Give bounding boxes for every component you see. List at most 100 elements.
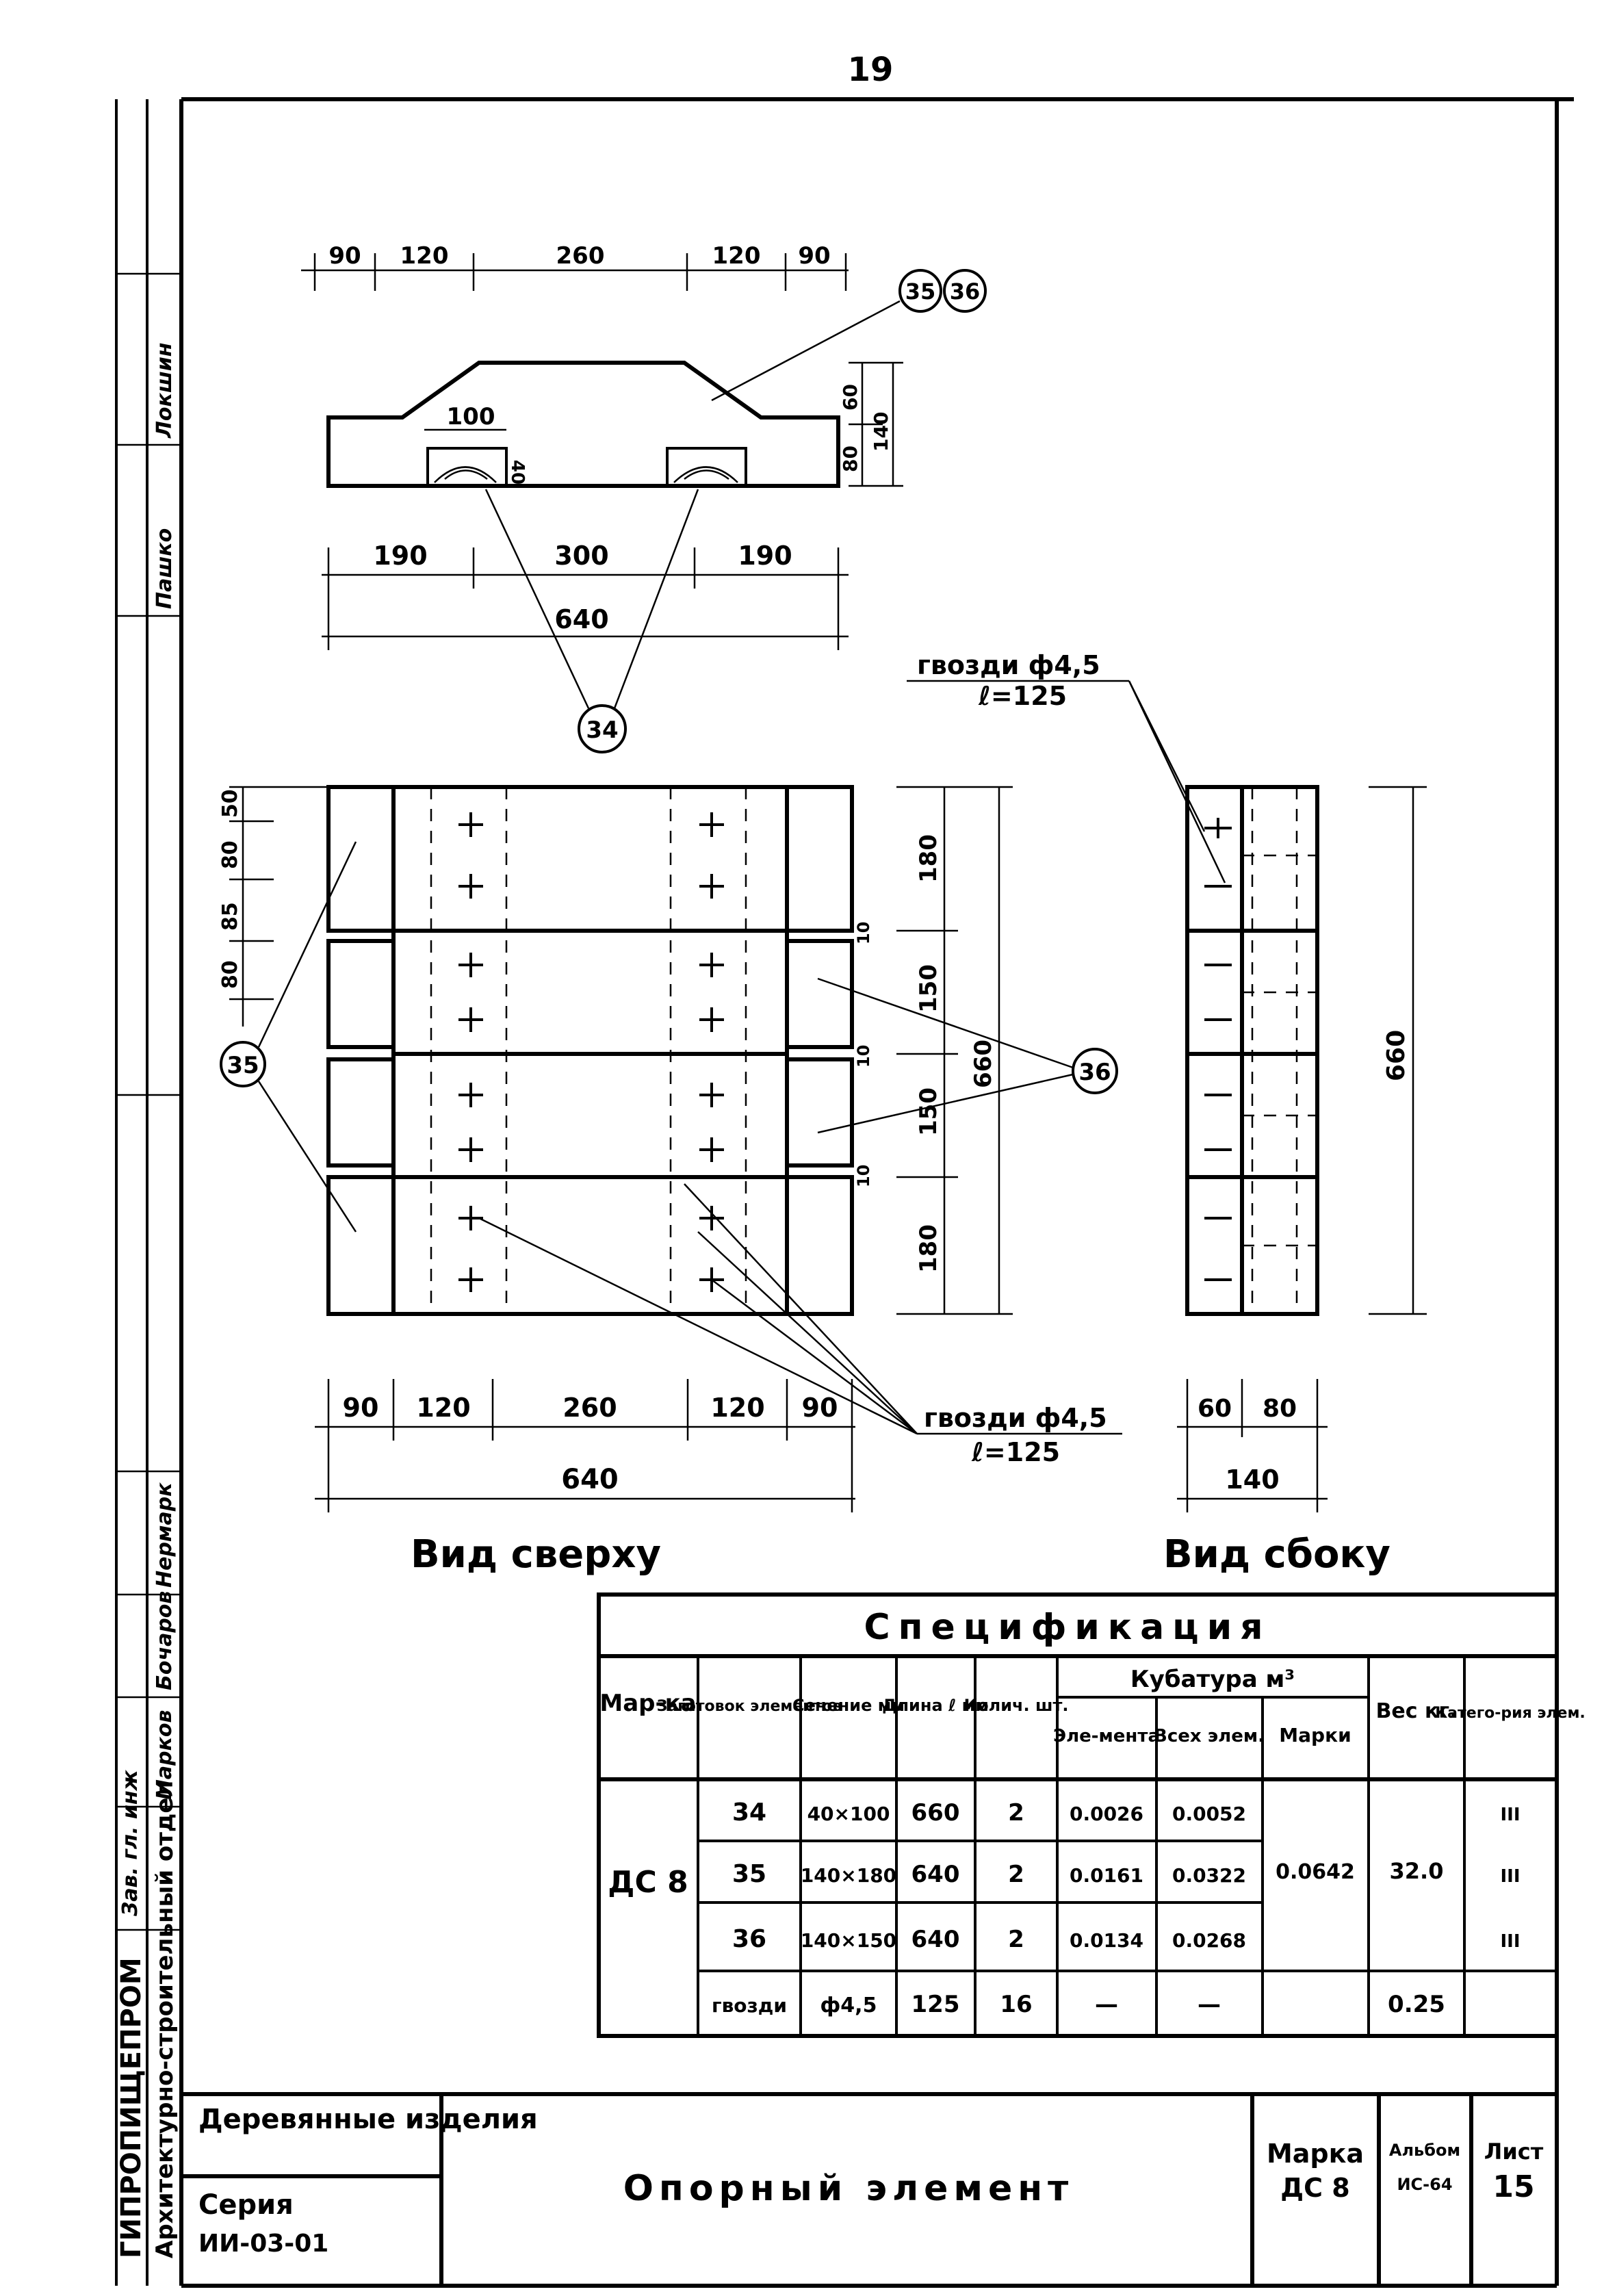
callout-34-label: 34 xyxy=(586,717,618,744)
tb-mark: ДС 8 xyxy=(1280,2173,1349,2203)
stamp-name-5: Пашко xyxy=(153,528,177,609)
spec-table: Спецификация Мар-ка Заготовок элементов … xyxy=(597,1592,1586,2038)
spec-r2-cat: III xyxy=(1500,1866,1520,1887)
dim-elev-bot-3: 190 xyxy=(738,541,792,571)
spec-r1-length: 660 xyxy=(911,1799,960,1827)
dim-plan-bot-1: 90 xyxy=(343,1393,379,1423)
dim-elev-insert-h: 40 xyxy=(507,460,528,485)
nails-label-bottom: гвозди ф4,5 xyxy=(924,1403,1107,1433)
callout-35-plan xyxy=(220,1041,266,1087)
stamp-name-1: Зав. гл. инж xyxy=(118,1769,142,1917)
spec-h-vol-el: Эле-мента xyxy=(1053,1726,1160,1746)
spec-r2-length: 640 xyxy=(911,1861,960,1888)
callout-36-plan xyxy=(1072,1048,1118,1094)
dim-plan-small-2: 10 xyxy=(854,1045,873,1068)
dim-plan-bot-4: 120 xyxy=(710,1393,764,1423)
spec-r4-length: 125 xyxy=(911,1991,960,2018)
dim-elev-total: 640 xyxy=(554,604,608,634)
spec-r1-cat: III xyxy=(1500,1805,1520,1825)
spec-r1-section: 40×100 xyxy=(807,1803,890,1825)
dim-side-total: 660 xyxy=(1382,1030,1410,1081)
dim-plan-total: 660 xyxy=(970,1040,997,1088)
spec-r3-length: 640 xyxy=(911,1926,960,1953)
spec-r3-cat: III xyxy=(1500,1931,1520,1952)
dim-plan-right-1: 180 xyxy=(915,834,942,883)
dim-plan-left-2: 80 xyxy=(218,840,242,869)
spec-r4-blank: гвозди xyxy=(712,1994,787,2017)
dim-plan-small-1: 10 xyxy=(854,922,873,944)
spec-r2-section: 140×180 xyxy=(801,1864,896,1887)
spec-r3-volall: 0.0268 xyxy=(1172,1929,1246,1952)
nail-marks-plan xyxy=(458,812,724,1292)
dim-elev-top-4: 120 xyxy=(712,242,761,270)
dim-elev-bot-1: 190 xyxy=(373,541,427,571)
dim-elev-top-1: 90 xyxy=(328,242,361,270)
nails-length-bottom: ℓ=125 xyxy=(971,1437,1060,1467)
dim-elev-top-3: 260 xyxy=(556,242,605,270)
title-block: Деревянные изделия Серия ИИ-03-01 Опорны… xyxy=(181,2092,1557,2286)
spec-r2-volall: 0.0322 xyxy=(1172,1864,1246,1887)
spec-r3-section: 140×150 xyxy=(801,1929,896,1952)
dim-plan-right-2: 150 xyxy=(915,964,942,1013)
dim-plan-bot-3: 260 xyxy=(562,1393,617,1423)
dim-elev-top-5: 90 xyxy=(798,242,830,270)
dim-elev-bot-2: 300 xyxy=(554,541,608,571)
dim-plan-left-4: 80 xyxy=(218,960,242,989)
spec-r3-qty: 2 xyxy=(1008,1926,1024,1953)
dim-plan-bot-2: 120 xyxy=(416,1393,470,1423)
spec-r4-volall: — xyxy=(1198,1991,1221,2018)
spec-h-volume: Кубатура м³ xyxy=(1130,1666,1295,1693)
spec-r4-volel: — xyxy=(1095,1991,1118,2018)
dim-plan-small-3: 10 xyxy=(854,1165,873,1187)
stamp-name-2: Марков xyxy=(153,1710,177,1800)
dim-elev-right-2: 80 xyxy=(839,446,862,472)
spec-r2-qty: 2 xyxy=(1008,1861,1024,1888)
elevation-view: 90 120 260 120 90 100 40 60 80 140 190 3… xyxy=(301,242,987,753)
dim-plan-right-3: 150 xyxy=(915,1087,942,1136)
plan-view: 50 80 85 80 180 150 150 180 660 10 10 10… xyxy=(218,785,1122,1512)
dim-plan-left-1: 50 xyxy=(218,789,242,818)
tb-series: ИИ-03-01 xyxy=(198,2230,328,2258)
callout-36-elev-label: 36 xyxy=(950,279,981,305)
tb-album: ИС-64 xyxy=(1397,2175,1452,2194)
dim-side-bot-1: 60 xyxy=(1198,1395,1232,1423)
spec-r2-volel: 0.0161 xyxy=(1070,1864,1143,1887)
spec-r4-weight: 0.25 xyxy=(1388,1991,1445,2018)
dim-elev-right-3: 140 xyxy=(870,412,892,452)
side-stamp: Архитектурно-строительный отдел ГИПРОПИЩ… xyxy=(115,99,181,2286)
spec-r4-qty: 16 xyxy=(1000,1991,1032,2018)
insert-right xyxy=(666,447,747,487)
spec-r2-blank: 35 xyxy=(732,1860,766,1888)
tb-sheet: 15 xyxy=(1492,2169,1534,2204)
dim-side-bot-total: 140 xyxy=(1225,1465,1279,1495)
spec-r1-volall: 0.0052 xyxy=(1172,1803,1246,1825)
spec-h-length: Длина ℓ мм xyxy=(882,1696,989,1715)
dim-plan-right-4: 180 xyxy=(915,1224,942,1273)
stamp-org: ГИПРОПИЩЕПРОМ xyxy=(116,1957,147,2258)
tb-sheet-label: Лист xyxy=(1484,2139,1544,2165)
page-number: 19 xyxy=(848,51,894,89)
spec-r3-blank: 36 xyxy=(732,1925,766,1953)
spec-h-blanks: Заготовок элементов xyxy=(657,1698,842,1715)
spec-h-section: Сечение мм xyxy=(792,1696,905,1715)
spec-h-mark: Мар-ка xyxy=(599,1690,696,1717)
spec-r1-blank: 34 xyxy=(732,1798,766,1827)
stamp-dept: Архитектурно-строительный отдел xyxy=(151,1781,179,2258)
spec-title: Спецификация xyxy=(864,1607,1271,1648)
tb-name: Опорный элемент xyxy=(623,2168,1074,2209)
beam-elevation-outline xyxy=(326,361,840,488)
spec-r3-volel: 0.0134 xyxy=(1070,1929,1143,1952)
tb-series-label: Серия xyxy=(198,2189,294,2221)
spec-r1-qty: 2 xyxy=(1008,1799,1024,1827)
dim-plan-left-3: 85 xyxy=(218,902,242,931)
insert-left xyxy=(426,447,508,487)
spec-h-vol-mark: Марки xyxy=(1279,1724,1351,1746)
side-view: 660 60 80 140 xyxy=(1177,785,1427,1512)
dim-plan-bot-5: 90 xyxy=(802,1393,838,1423)
spec-h-weight: Вес кг. xyxy=(1376,1699,1458,1723)
top-view-label: Вид сверху xyxy=(411,1532,661,1577)
spec-mark: ДС 8 xyxy=(608,1865,688,1900)
stamp-name-3: Бочаров xyxy=(153,1591,177,1690)
callout-34 xyxy=(578,704,627,753)
callout-36-elev xyxy=(943,269,987,313)
